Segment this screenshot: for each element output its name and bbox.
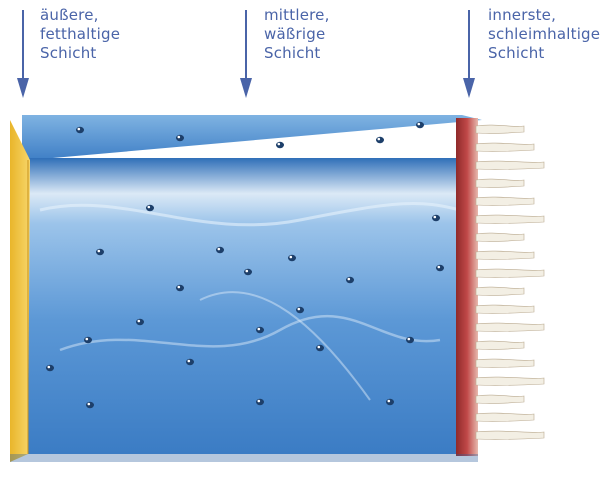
mucin-villus xyxy=(476,215,544,223)
arrow-down-icon xyxy=(239,10,253,98)
droplet xyxy=(376,137,384,143)
droplet xyxy=(186,359,194,365)
label-middle-line-1: mittlere, xyxy=(264,6,330,25)
droplet xyxy=(146,205,154,211)
mucin-villus xyxy=(476,143,534,151)
droplet-highlight xyxy=(318,346,321,349)
label-inner-layer: innerste, schleimhaltige Schicht xyxy=(488,6,600,63)
droplet xyxy=(416,122,424,128)
droplet xyxy=(46,365,54,371)
top-face xyxy=(22,115,482,160)
mucin-villus xyxy=(476,431,544,439)
label-outer-line-2: fetthaltige xyxy=(40,25,120,44)
droplet-highlight xyxy=(188,360,191,363)
droplet xyxy=(244,269,252,275)
label-middle-line-3: Schicht xyxy=(264,44,330,63)
lipid-layer xyxy=(10,120,30,462)
mucin-villus xyxy=(476,305,534,313)
mucin-villus xyxy=(476,179,524,187)
droplet xyxy=(216,247,224,253)
droplet xyxy=(346,277,354,283)
droplet-highlight xyxy=(98,250,101,253)
droplet xyxy=(406,337,414,343)
droplet-highlight xyxy=(138,320,141,323)
label-outer-layer: äußere, fetthaltige Schicht xyxy=(40,6,120,63)
droplet xyxy=(256,327,264,333)
droplet-highlight xyxy=(218,248,221,251)
label-inner-line-3: Schicht xyxy=(488,44,600,63)
mucin-villus xyxy=(476,269,544,277)
mucin-villus xyxy=(476,413,534,421)
droplet xyxy=(176,135,184,141)
droplet-highlight xyxy=(178,286,181,289)
droplet-highlight xyxy=(78,128,81,131)
droplet-highlight xyxy=(378,138,381,141)
droplet-highlight xyxy=(86,338,89,341)
label-middle-layer: mittlere, wäßrige Schicht xyxy=(264,6,330,63)
mucin-villus xyxy=(476,197,534,205)
tear-film-illustration xyxy=(0,100,606,477)
label-inner-line-1: innerste, xyxy=(488,6,600,25)
droplet-highlight xyxy=(408,338,411,341)
mucin-villus xyxy=(476,395,524,403)
droplet xyxy=(256,399,264,405)
droplet-highlight xyxy=(178,136,181,139)
droplet xyxy=(386,399,394,405)
droplet-highlight xyxy=(258,400,261,403)
mucin-layer xyxy=(456,118,478,456)
label-outer-line-3: Schicht xyxy=(40,44,120,63)
droplet xyxy=(436,265,444,271)
droplet xyxy=(288,255,296,261)
label-middle-line-2: wäßrige xyxy=(264,25,330,44)
mucin-villus xyxy=(476,125,524,133)
droplet-highlight xyxy=(258,328,261,331)
mucin-villus xyxy=(476,251,534,259)
droplet-highlight xyxy=(148,206,151,209)
droplet xyxy=(176,285,184,291)
droplet-highlight xyxy=(290,256,293,259)
label-outer-line-1: äußere, xyxy=(40,6,120,25)
droplet xyxy=(276,142,284,148)
droplet xyxy=(136,319,144,325)
mucin-villus xyxy=(476,341,524,349)
droplet-highlight xyxy=(418,123,421,126)
arrow-down-icon xyxy=(16,10,30,98)
mucin-villi-group xyxy=(476,125,544,439)
mucin-villus xyxy=(476,377,544,385)
mucin-villus xyxy=(476,287,524,295)
droplet-highlight xyxy=(434,216,437,219)
mucin-villus xyxy=(476,359,534,367)
droplet-highlight xyxy=(438,266,441,269)
mucin-villus xyxy=(476,233,524,241)
droplet-highlight xyxy=(348,278,351,281)
droplet xyxy=(96,249,104,255)
aqueous-layer xyxy=(28,158,464,454)
droplet xyxy=(316,345,324,351)
droplet-highlight xyxy=(388,400,391,403)
mucin-villus xyxy=(476,161,544,169)
droplet-highlight xyxy=(246,270,249,273)
droplet-highlight xyxy=(88,403,91,406)
label-inner-line-2: schleimhaltige xyxy=(488,25,600,44)
droplet xyxy=(296,307,304,313)
droplet xyxy=(76,127,84,133)
droplet xyxy=(84,337,92,343)
arrow-down-icon xyxy=(462,10,476,98)
droplet xyxy=(432,215,440,221)
droplet-highlight xyxy=(48,366,51,369)
droplet-highlight xyxy=(298,308,301,311)
mucin-villus xyxy=(476,323,544,331)
droplet-highlight xyxy=(278,143,281,146)
droplet xyxy=(86,402,94,408)
